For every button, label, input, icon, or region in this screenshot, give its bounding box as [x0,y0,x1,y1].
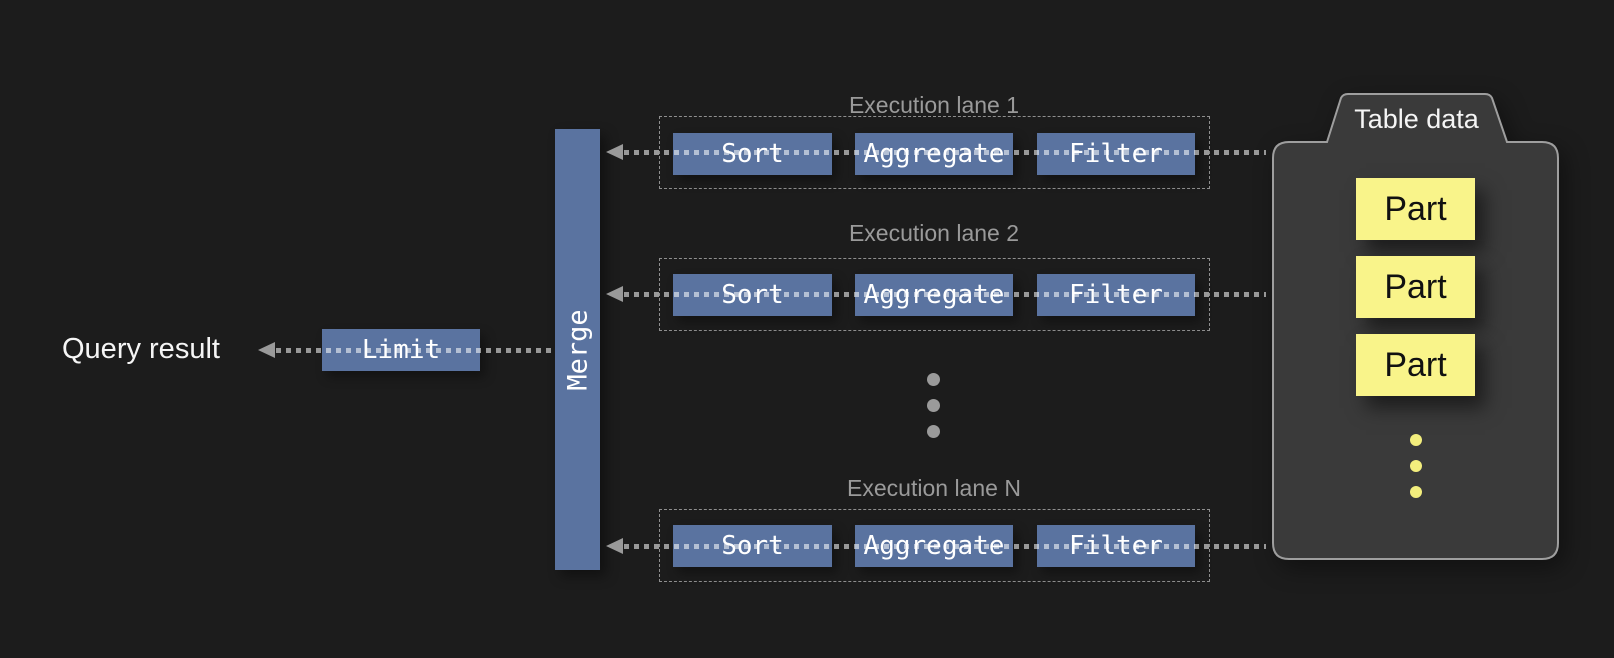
lane-n-title: Execution lane N [847,475,1021,501]
part-label: Part [1384,189,1447,228]
more-parts-ellipsis-icon [1410,434,1422,512]
arrow-left-icon [606,538,623,554]
arrow-left-icon [606,144,623,160]
part-box: Part [1356,256,1475,318]
dotted-connector [624,292,1266,297]
merge-operator-bar: Merge [555,129,600,570]
dotted-connector [624,544,1266,549]
dotted-connector [276,348,555,353]
dotted-connector [624,150,1266,155]
lane-1-title: Execution lane 1 [848,92,1020,118]
more-lanes-ellipsis-icon [927,373,940,451]
part-box: Part [1356,178,1475,240]
part-box: Part [1356,334,1475,396]
query-result-label: Query result [62,333,220,365]
table-data-title: Table data [1354,104,1479,134]
part-label: Part [1384,267,1447,306]
lane-2-title: Execution lane 2 [848,220,1020,246]
merge-operator-label: Merge [562,308,593,391]
arrow-left-icon [258,342,275,358]
arrow-left-icon [606,286,623,302]
part-label: Part [1384,345,1447,384]
